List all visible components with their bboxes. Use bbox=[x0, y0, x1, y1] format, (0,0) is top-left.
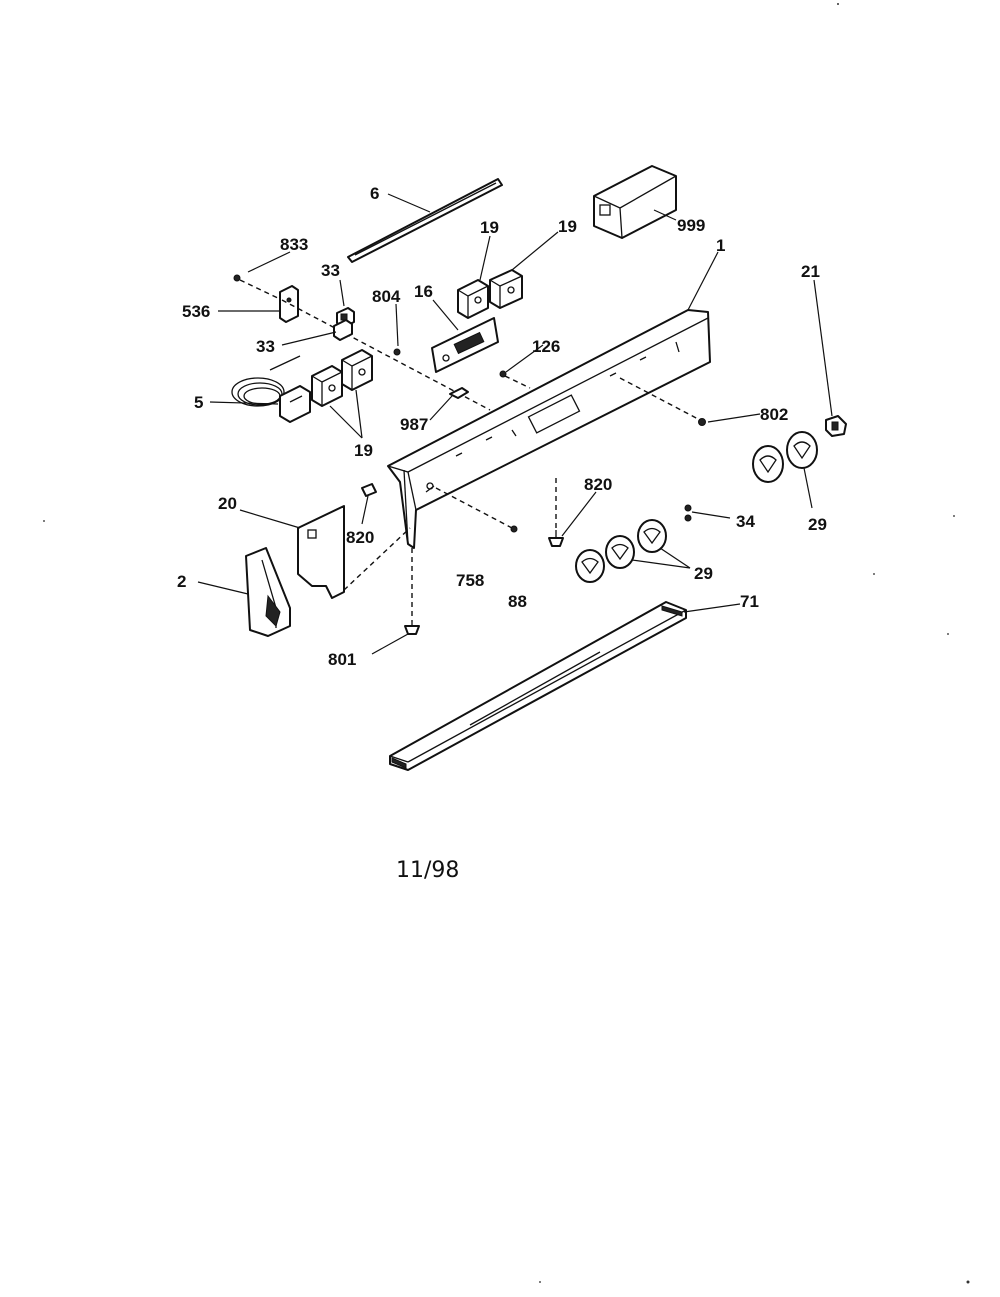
callout-820-center: 820 bbox=[584, 475, 612, 494]
part-126-screw bbox=[499, 370, 531, 389]
callout-126: 126 bbox=[532, 337, 560, 356]
part-5-thermostat bbox=[231, 355, 311, 423]
part-19-switch-lower-left bbox=[311, 365, 343, 407]
part-33-clip-lower bbox=[333, 319, 353, 341]
part-34-clips bbox=[684, 504, 692, 522]
callout-33-upper: 33 bbox=[321, 261, 340, 280]
part-833-screw bbox=[233, 274, 283, 301]
part-6-rod bbox=[347, 178, 503, 263]
callout-758: 758 bbox=[456, 571, 484, 590]
callout-19-lower: 19 bbox=[354, 441, 373, 460]
part-2-end-cap bbox=[245, 547, 291, 637]
callout-1: 1 bbox=[716, 236, 725, 255]
callout-29-trio: 29 bbox=[694, 564, 713, 583]
callout-21: 21 bbox=[801, 262, 820, 281]
assembly-axis-line bbox=[281, 299, 491, 411]
callout-804: 804 bbox=[372, 287, 401, 306]
callout-88: 88 bbox=[508, 592, 527, 611]
part-21-knob bbox=[825, 415, 847, 437]
part-999-box bbox=[593, 165, 677, 239]
part-804-screw bbox=[393, 348, 401, 356]
part-19-switch-upper-right bbox=[489, 269, 523, 309]
callout-labels: 6 999 833 33 804 16 19 19 1 536 33 126 2… bbox=[177, 184, 827, 669]
callout-536: 536 bbox=[182, 302, 210, 321]
part-802-screw bbox=[619, 377, 706, 426]
date-code: 11/98 bbox=[396, 858, 459, 883]
part-71-trim-strip bbox=[389, 601, 687, 771]
callout-19-upper-left: 19 bbox=[480, 218, 499, 237]
callout-29-right: 29 bbox=[808, 515, 827, 534]
part-987-bracket bbox=[449, 387, 469, 399]
part-16-timer-module bbox=[431, 317, 499, 373]
callout-71: 71 bbox=[740, 592, 759, 611]
callout-833: 833 bbox=[280, 235, 308, 254]
callout-987: 987 bbox=[400, 415, 428, 434]
part-801-screw bbox=[404, 548, 420, 635]
part-29-knob-pair-right bbox=[752, 431, 818, 483]
part-1-control-panel bbox=[387, 309, 711, 549]
part-29-knob-trio bbox=[575, 519, 667, 583]
callout-19-upper-right: 19 bbox=[558, 217, 577, 236]
part-20-side-bracket bbox=[297, 505, 411, 599]
callout-20: 20 bbox=[218, 494, 237, 513]
callout-820-left: 820 bbox=[346, 528, 374, 547]
part-536-bracket bbox=[279, 285, 299, 323]
callout-5: 5 bbox=[194, 393, 203, 412]
callout-2: 2 bbox=[177, 572, 186, 591]
part-820-screw-left bbox=[361, 483, 377, 497]
part-19-switch-upper-left bbox=[457, 279, 489, 319]
callout-33-lower: 33 bbox=[256, 337, 275, 356]
callout-999: 999 bbox=[677, 216, 705, 235]
callout-802: 802 bbox=[760, 405, 788, 424]
part-19-switch-lower-right bbox=[341, 349, 373, 391]
scan-specks bbox=[43, 3, 970, 1284]
leader-lines bbox=[197, 193, 833, 655]
callout-16: 16 bbox=[414, 282, 433, 301]
part-758-screw bbox=[435, 487, 518, 533]
callout-34: 34 bbox=[736, 512, 755, 531]
callout-6: 6 bbox=[370, 184, 379, 203]
callout-801: 801 bbox=[328, 650, 356, 669]
part-820-screw-center bbox=[548, 478, 564, 547]
